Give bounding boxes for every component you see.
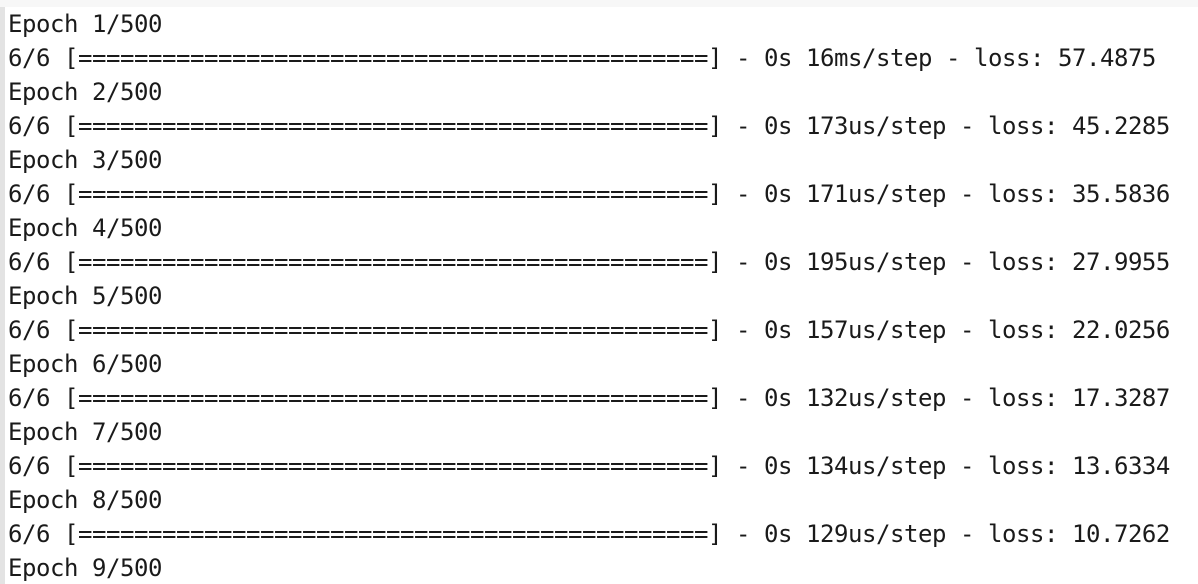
epoch-progress-line: 6/6 [===================================… (8, 248, 1170, 276)
epoch-header-line: Epoch 1/500 (8, 10, 162, 38)
epoch-header-line: Epoch 9/500 (8, 554, 162, 582)
epoch-header-line: Epoch 2/500 (8, 78, 162, 106)
epoch-progress-line: 6/6 [===================================… (8, 452, 1170, 480)
epoch-progress-line: 6/6 [===================================… (8, 316, 1170, 344)
epoch-progress-line: 6/6 [===================================… (8, 112, 1170, 140)
epoch-progress-line: 6/6 [===================================… (8, 384, 1170, 412)
epoch-progress-line: 6/6 [===================================… (8, 520, 1170, 548)
epoch-header-line: Epoch 6/500 (8, 350, 162, 378)
epoch-progress-line: 6/6 [===================================… (8, 44, 1156, 72)
epoch-header-line: Epoch 8/500 (8, 486, 162, 514)
output-gutter-strip (0, 7, 5, 584)
epoch-progress-line: 6/6 [===================================… (8, 180, 1170, 208)
epoch-header-line: Epoch 7/500 (8, 418, 162, 446)
epoch-header-line: Epoch 5/500 (8, 282, 162, 310)
epoch-header-line: Epoch 4/500 (8, 214, 162, 242)
epoch-header-line: Epoch 3/500 (8, 146, 162, 174)
training-log-stream[interactable]: Epoch 1/500 6/6 [========================… (0, 7, 1198, 584)
output-top-band (0, 0, 1198, 7)
